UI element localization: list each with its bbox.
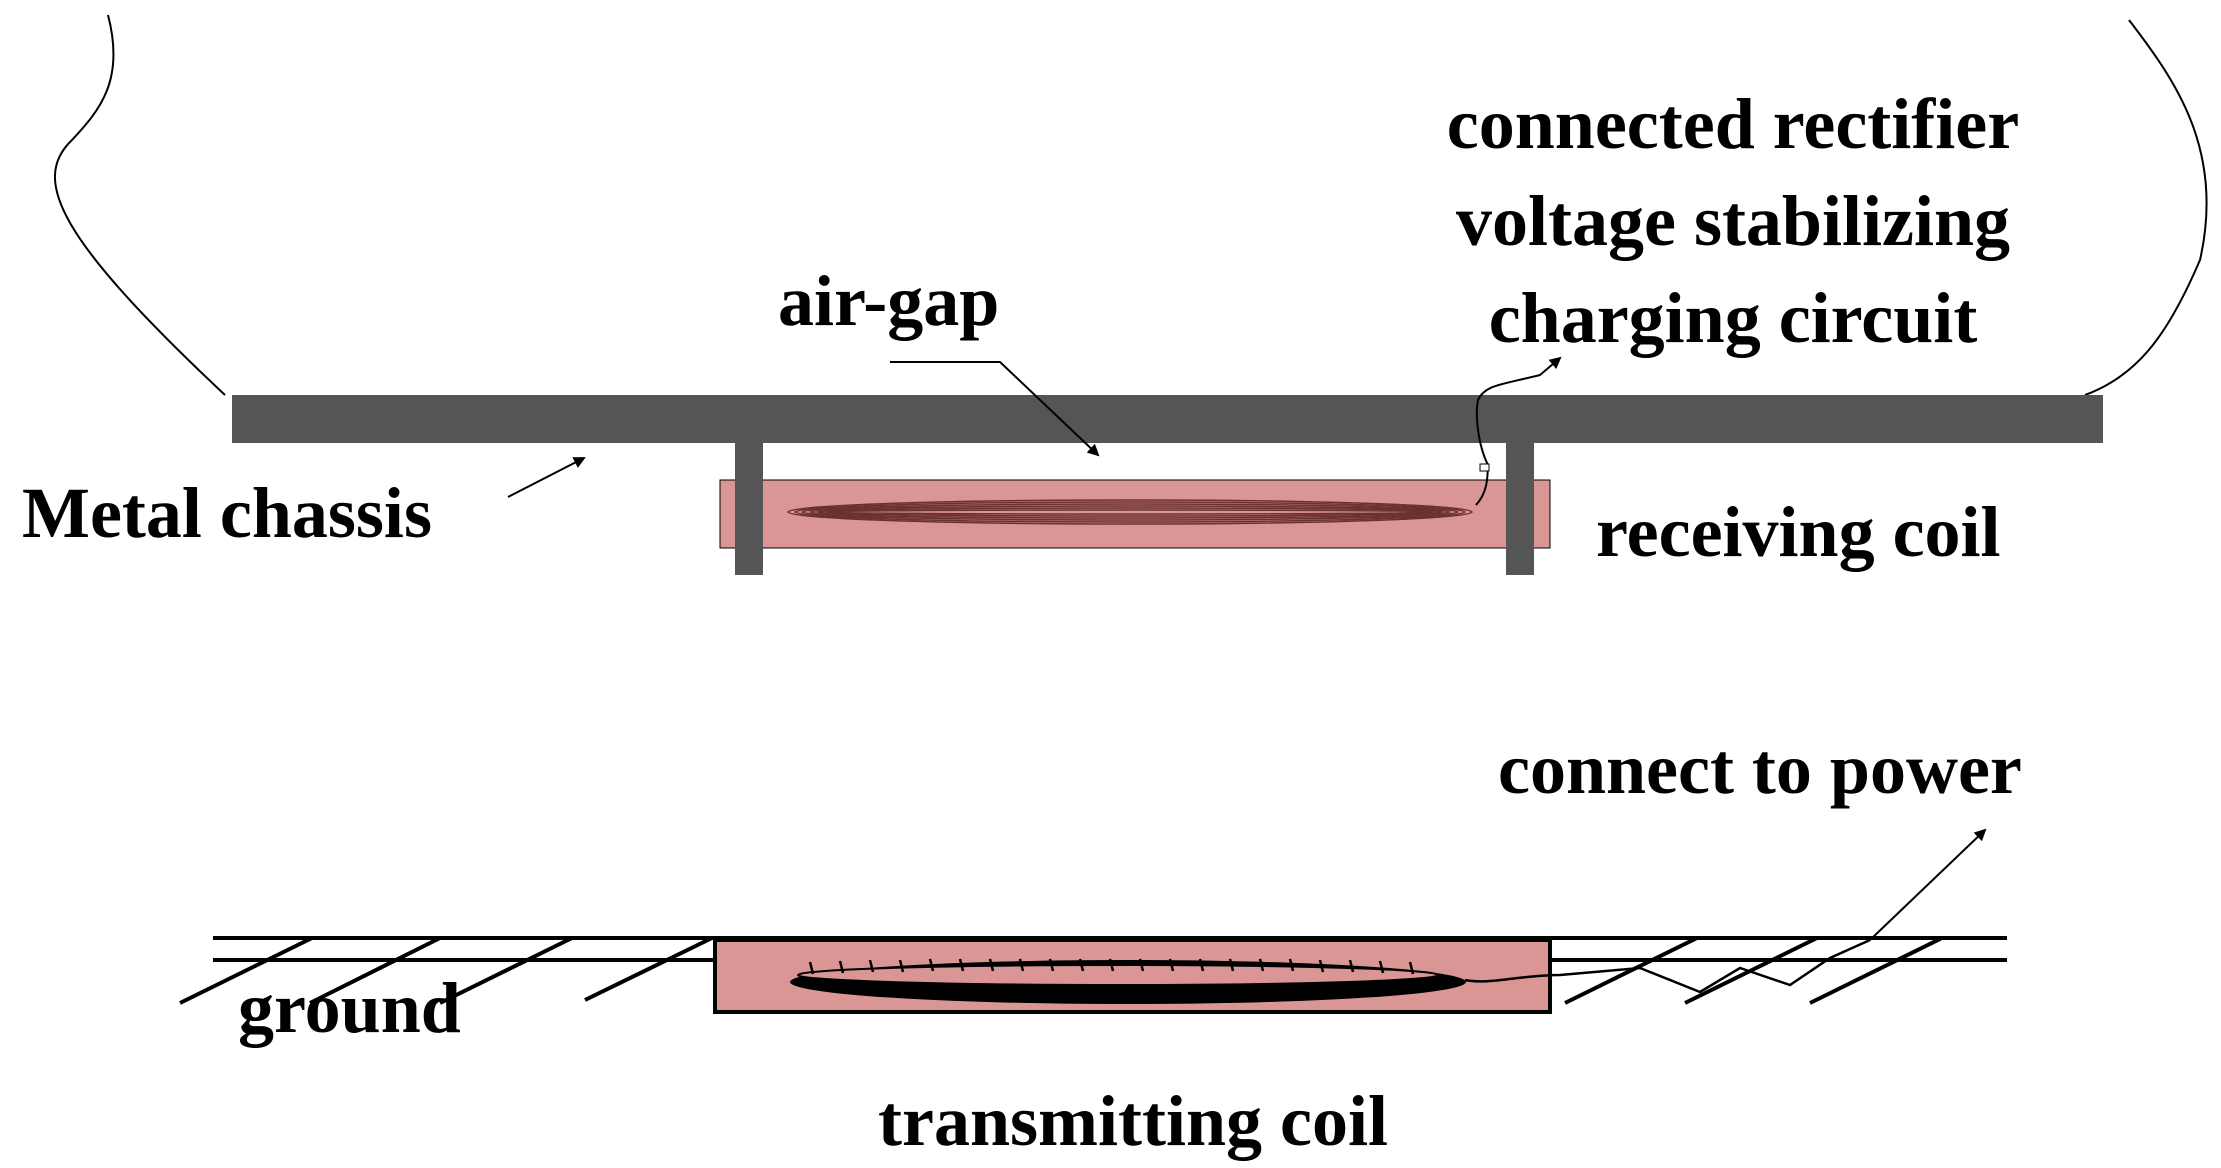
label-metal-chassis: Metal chassis	[22, 473, 432, 553]
vehicle-body-left-curve	[53, 14, 226, 396]
air-gap-arrow	[890, 361, 1100, 457]
label-receiving-coil: receiving coil	[1596, 492, 2001, 572]
metal-chassis-arrow	[507, 457, 586, 498]
label-air-gap: air-gap	[778, 261, 999, 341]
mounting-post-right	[1506, 395, 1534, 575]
label-connected-rectifier-line1: connected rectifier	[1447, 84, 2019, 164]
receiving-coil-windings	[787, 499, 1473, 525]
label-transmitting-coil: transmitting coil	[878, 1081, 1388, 1161]
label-connected-rectifier-line2: voltage stabilizing	[1456, 181, 2010, 261]
label-connect-to-power: connect to power	[1498, 729, 2022, 809]
transmitting-coil-windings	[790, 958, 1466, 1004]
receiving-coil-lead-wire	[1475, 356, 1562, 506]
vehicle-body-right-curve	[2084, 19, 2208, 396]
metal-chassis-bar	[232, 395, 2103, 443]
label-ground: ground	[238, 968, 461, 1048]
power-lead-wire	[1464, 938, 1871, 994]
label-connected-rectifier-line3: charging circuit	[1489, 278, 1978, 358]
connect-to-power-arrow	[1869, 828, 1987, 941]
lead-wire-connector	[1479, 463, 1490, 472]
mounting-post-left	[735, 395, 763, 575]
